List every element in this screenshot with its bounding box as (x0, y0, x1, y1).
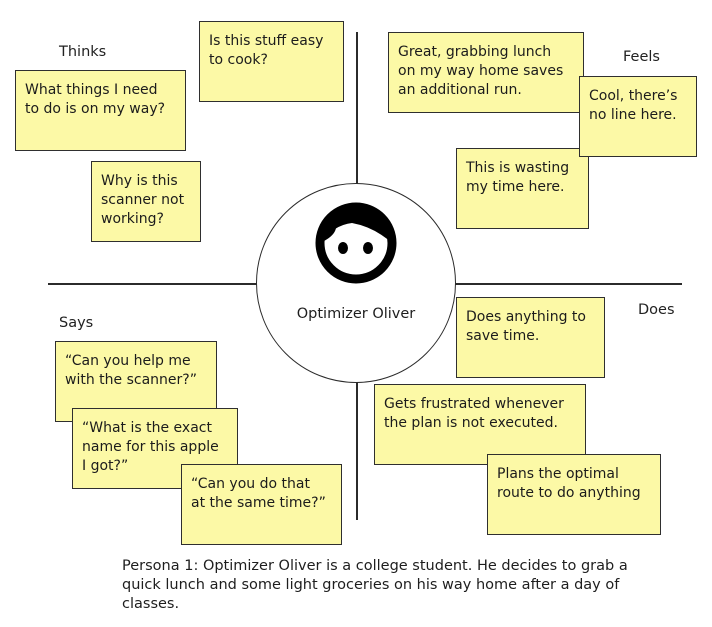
sticky-note-does-1: Does anything to save time. (456, 297, 605, 378)
persona-caption: Persona 1: Optimizer Oliver is a college… (122, 558, 628, 612)
quadrant-label-does: Does (638, 302, 675, 318)
sticky-note-thinks-1: Is this stuff easy to cook? (199, 21, 344, 102)
persona-name: Optimizer Oliver (296, 306, 416, 322)
persona-circle: Optimizer Oliver (256, 183, 456, 383)
sticky-note-thinks-3: Why is this scanner not working? (91, 161, 201, 242)
axis-vertical-bottom (356, 382, 358, 520)
sticky-note-feels-3: This is wasting my time here. (456, 148, 589, 229)
sticky-note-does-2: Gets frustrated whenever the plan is not… (374, 384, 586, 465)
sticky-note-feels-2: Cool, there’s no line here. (579, 76, 697, 157)
sticky-note-says-3: “Can you do that at the same time?” (181, 464, 342, 545)
axis-horizontal-right (454, 283, 682, 285)
face-icon (315, 202, 397, 284)
quadrant-label-feels: Feels (623, 49, 660, 65)
quadrant-label-thinks: Thinks (59, 44, 107, 60)
axis-horizontal-left (48, 283, 258, 285)
quadrant-label-says: Says (59, 315, 94, 331)
sticky-note-feels-1: Great, grabbing lunch on my way home sav… (388, 32, 584, 113)
sticky-note-thinks-2: What things I need to do is on my way? (15, 70, 186, 151)
axis-vertical-top (356, 32, 358, 184)
sticky-note-does-3: Plans the optimal route to do anything (487, 454, 661, 535)
